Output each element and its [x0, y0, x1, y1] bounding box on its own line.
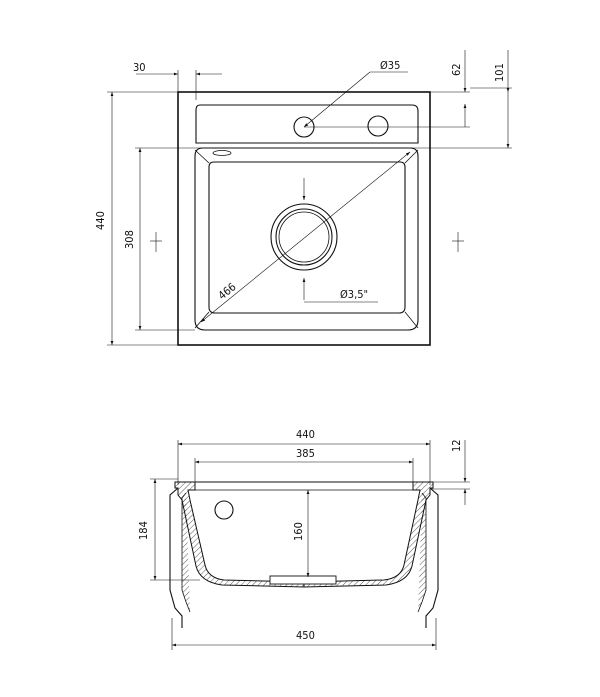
overflow-slot [212, 150, 232, 156]
bowl-outer [194, 147, 419, 331]
dim-bottom-450-label: 450 [296, 629, 315, 642]
right-support [425, 487, 439, 628]
dim-inner-385-label: 385 [296, 447, 315, 460]
top-view: 30 Ø35 62 101 440 308 [94, 50, 512, 346]
drain-ring [275, 208, 333, 266]
dim-rim-12-label: 12 [450, 439, 463, 452]
overflow-hole [214, 500, 234, 520]
dim-diagonal-label: 466 [216, 280, 239, 302]
dim-30-label: 30 [133, 61, 146, 74]
dim-height-184-label: 184 [137, 521, 150, 540]
section-view: 440 385 12 184 [137, 428, 470, 650]
section-right-wall [303, 481, 434, 588]
section-left-wall [174, 481, 305, 588]
dim-101-label: 101 [493, 63, 506, 82]
drain-outer [270, 203, 338, 271]
dim-tap-hole-label: Ø35 [380, 59, 400, 72]
dim-62-label: 62 [450, 63, 463, 76]
dim-308-label: 308 [123, 230, 136, 249]
drain-inner [278, 211, 330, 263]
dim-depth-160-label: 160 [292, 522, 305, 541]
tap-hole-optional [367, 115, 389, 137]
dim-width-440-label: 440 [296, 428, 315, 441]
dim-drain-label: Ø3,5" [340, 288, 368, 301]
tap-deck [195, 104, 419, 144]
dim-440-label: 440 [94, 211, 107, 230]
drain-housing [269, 575, 337, 585]
left-support [169, 487, 183, 628]
sink-outline [177, 91, 431, 346]
